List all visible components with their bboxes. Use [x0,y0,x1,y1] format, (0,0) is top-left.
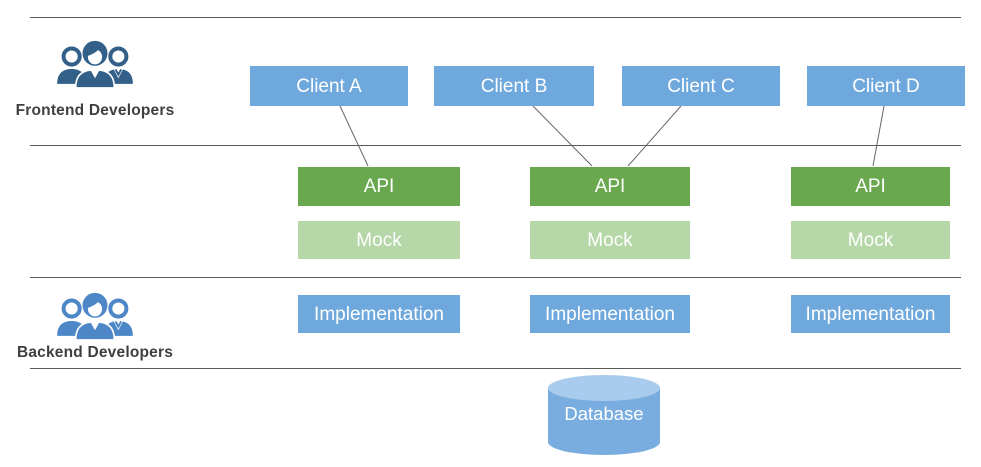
api-label-1: API [363,176,395,197]
client-a-box: Client A [250,66,408,106]
implementation-box-3: Implementation [791,295,950,333]
implementation-label-1: Implementation [314,303,444,325]
mock-label-2: Mock [587,229,633,251]
client-c-label: Client C [667,75,735,97]
api-label-3: API [855,176,886,197]
mock-box-3: Mock [791,221,950,259]
api-box-1: API [298,167,460,206]
frontend-developers-icon [45,38,145,96]
database-top [548,375,660,401]
api-box-3: API [791,167,950,206]
client-d-box: Client D [807,66,965,106]
connector-client-c-api-2 [627,105,682,167]
connector-client-b-api-2 [532,105,593,167]
client-b-box: Client B [434,66,594,106]
api-box-2: API [530,167,690,206]
client-c-box: Client C [622,66,780,106]
implementation-box-2: Implementation [530,295,690,333]
backend-developers-icon [45,290,145,348]
people-group-icon [57,40,133,89]
implementation-label-3: Implementation [805,303,936,325]
mock-label-1: Mock [356,229,402,251]
section-divider-frontend-api [30,145,961,146]
section-divider-mock-backend [30,277,961,278]
mock-label-3: Mock [847,229,894,251]
client-b-label: Client B [480,75,548,97]
connector-client-d-api-3 [872,105,885,167]
api-label-2: API [594,176,626,197]
frontend-developers-label: Frontend Developers [15,102,175,119]
mock-box-2: Mock [530,221,690,259]
database-cylinder [548,375,660,455]
connector-client-a-api-1 [339,105,369,167]
backend-developers-label: Backend Developers [16,344,174,361]
section-divider-top [30,17,961,18]
database-body [548,388,660,455]
section-divider-backend-db [30,368,961,369]
implementation-label-2: Implementation [545,303,675,325]
client-a-label: Client A [296,75,362,97]
people-group-icon [57,292,133,341]
implementation-box-1: Implementation [298,295,460,333]
client-d-label: Client D [852,75,920,97]
mock-box-1: Mock [298,221,460,259]
database-label: Database [564,403,644,424]
